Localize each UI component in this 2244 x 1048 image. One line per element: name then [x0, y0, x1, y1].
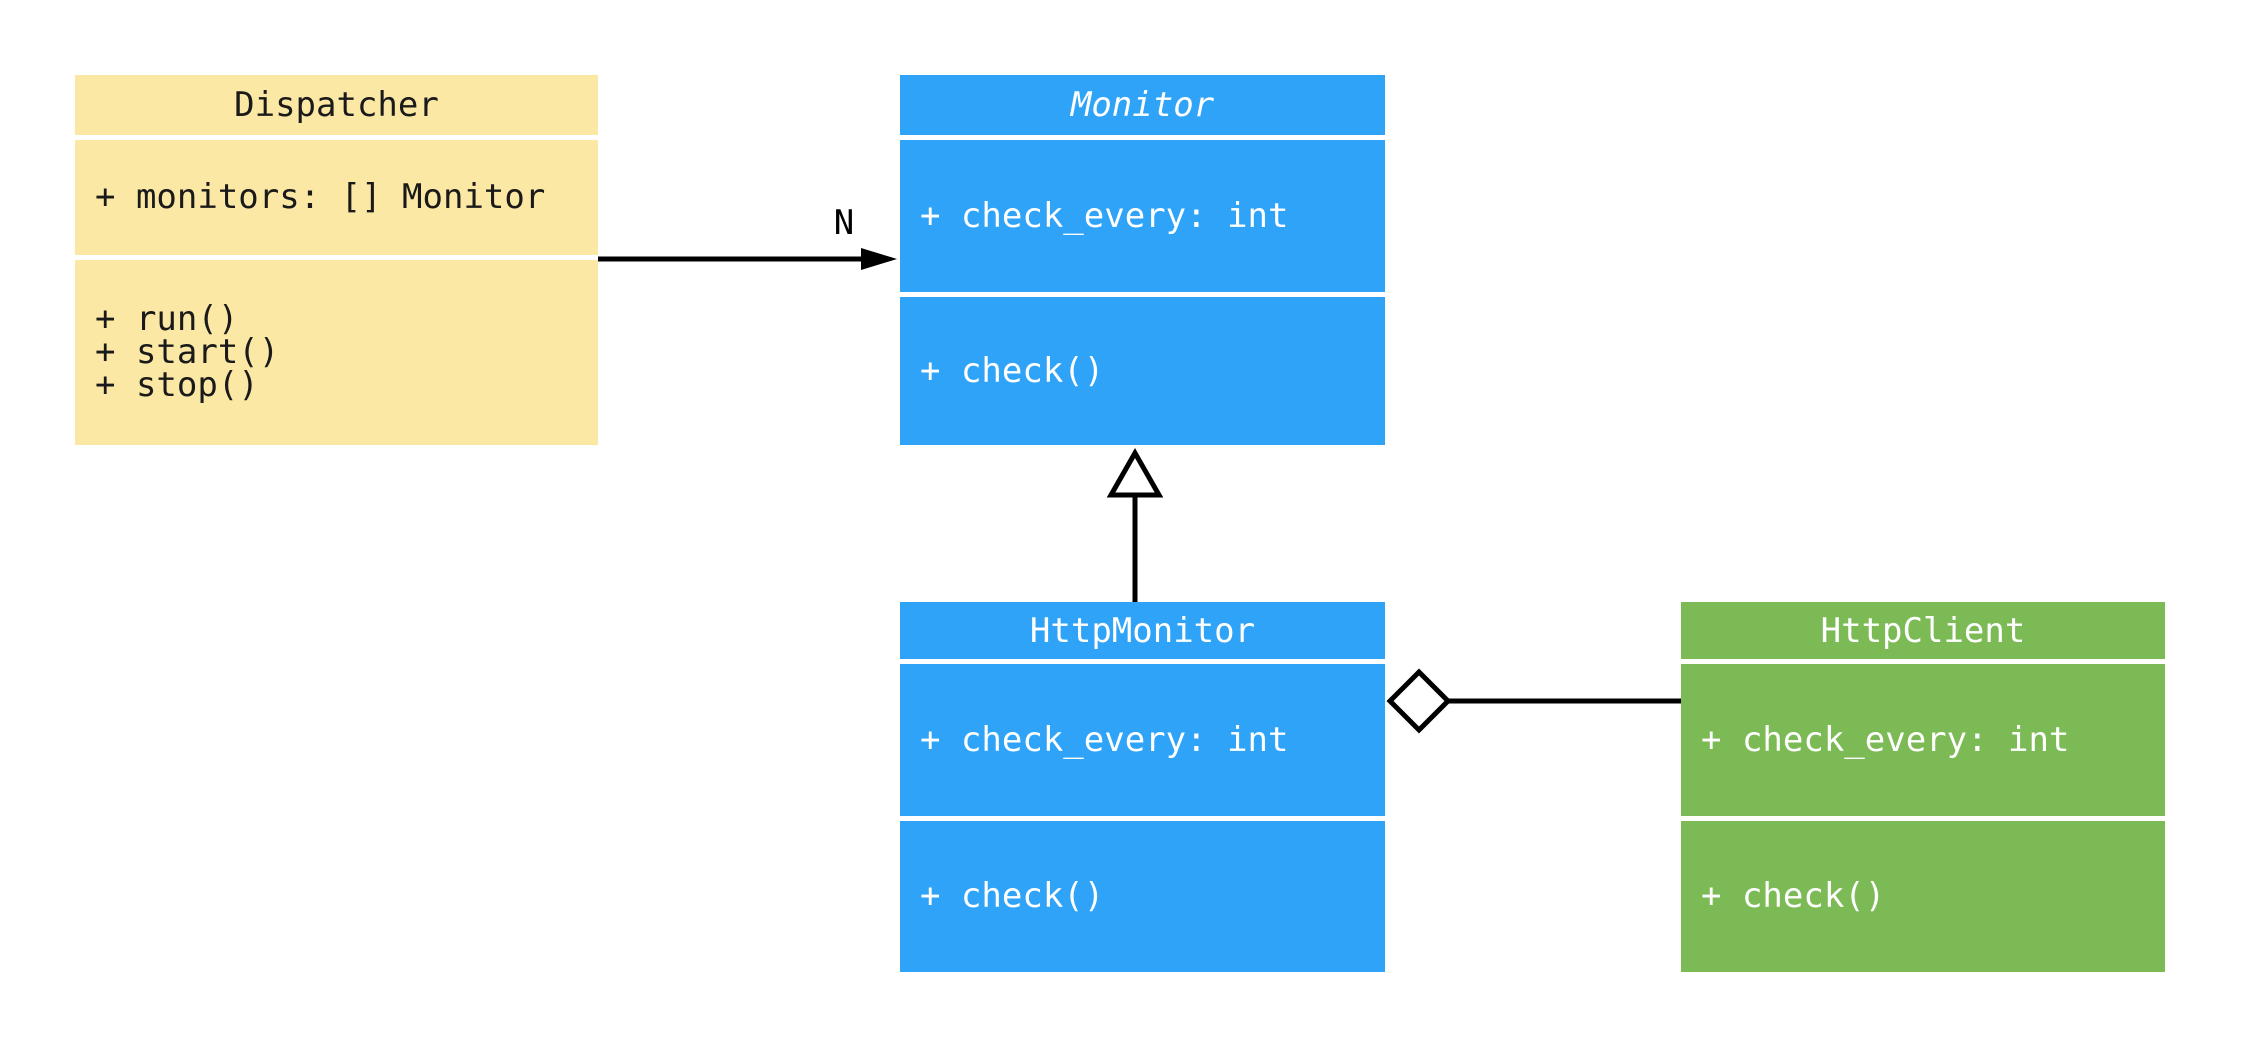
method-row: + check() [920, 876, 1105, 916]
class-monitor-attributes: + check_every: int [900, 140, 1385, 292]
attribute-row: + check_every: int [1701, 719, 2070, 760]
class-httpclient: HttpClient + check_every: int + check() [1681, 602, 2165, 972]
class-httpmonitor: HttpMonitor + check_every: int + check() [900, 602, 1385, 972]
class-dispatcher: Dispatcher + monitors: [] Monitor + run(… [75, 75, 598, 445]
attribute-row: + check_every: int [920, 719, 1289, 760]
class-httpmonitor-methods: + check() [900, 821, 1385, 972]
attribute-row: + check_every: int [920, 195, 1289, 236]
class-dispatcher-title: Dispatcher [75, 75, 598, 135]
method-row: + start() [95, 332, 280, 372]
class-monitor-methods: + check() [900, 297, 1385, 445]
association-arrowhead-icon [861, 248, 897, 270]
class-dispatcher-attributes: + monitors: [] Monitor [75, 140, 598, 255]
class-monitor: Monitor + check_every: int + check() [900, 75, 1385, 445]
class-httpclient-methods: + check() [1681, 821, 2165, 972]
class-httpmonitor-attributes: + check_every: int [900, 664, 1385, 816]
method-row: + stop() [95, 365, 259, 405]
method-row: + run() [95, 299, 239, 339]
class-dispatcher-methods: + run() + start() + stop() [75, 260, 598, 445]
attribute-row: + monitors: [] Monitor [95, 177, 546, 217]
association-multiplicity-label: N [833, 203, 855, 243]
inheritance-triangle-icon [1106, 447, 1164, 498]
class-httpclient-attributes: + check_every: int [1681, 664, 2165, 816]
aggregation-diamond-icon [1386, 668, 1452, 734]
method-row: + check() [1701, 876, 1886, 916]
class-httpmonitor-title: HttpMonitor [900, 602, 1385, 659]
class-httpclient-title: HttpClient [1681, 602, 2165, 659]
method-row: + check() [920, 350, 1105, 391]
class-monitor-title: Monitor [900, 75, 1385, 135]
